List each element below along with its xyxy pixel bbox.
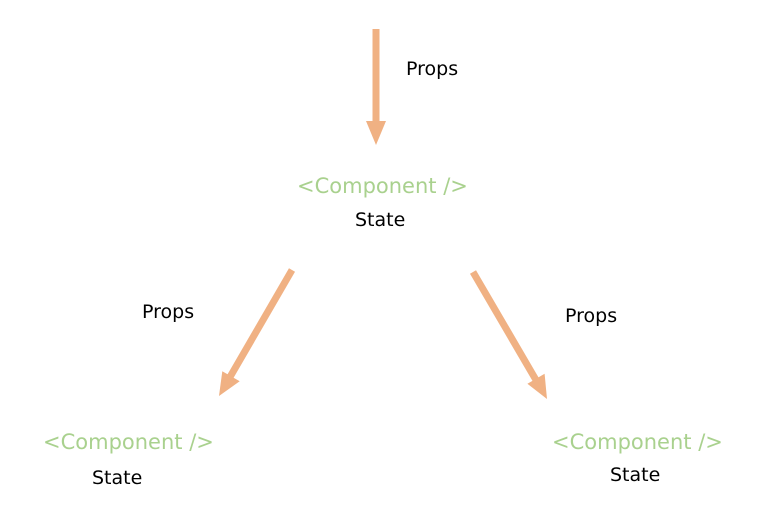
state-label-right: State [610,464,661,486]
arrow-left [219,268,296,396]
state-label-left: State [92,467,143,489]
props-label-right: Props [565,305,618,327]
state-label-top: State [355,209,406,231]
component-label-left: <Component /> [43,430,214,454]
props-label-left: Props [142,301,195,323]
component-label-right: <Component /> [552,430,723,454]
props-label-top: Props [406,58,459,80]
component-label-top: <Component /> [297,174,468,198]
arrow-top [366,29,386,145]
arrow-right [469,270,547,399]
